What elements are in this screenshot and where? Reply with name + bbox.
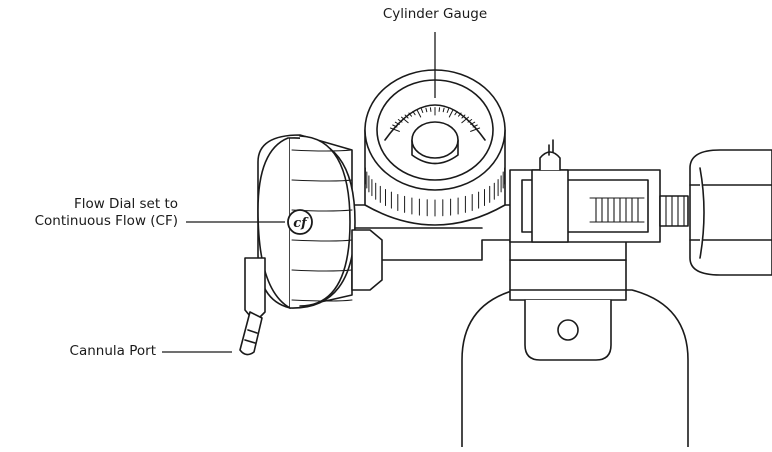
gauge-tick xyxy=(412,110,416,116)
gauge-tick xyxy=(467,119,473,123)
cannula-nozzle xyxy=(239,311,263,356)
gauge-tick xyxy=(461,116,469,124)
flow-dial-face xyxy=(257,137,291,309)
gauge-tick xyxy=(470,121,476,125)
gauge-arc xyxy=(384,104,486,141)
gauge-tick xyxy=(397,119,403,123)
cannula-port-label: Cannula Port xyxy=(69,343,156,359)
gauge-tick xyxy=(470,127,481,132)
gauge-tick xyxy=(389,127,400,132)
flow-dial-label-line1: Flow Dial set to xyxy=(73,196,178,212)
valve-post xyxy=(531,169,569,243)
dial-ridge xyxy=(291,239,353,242)
gauge-tick xyxy=(392,124,398,128)
flow-dial-label: Flow Dial set to Continuous Flow (CF) xyxy=(0,196,178,230)
cylinder-gauge-label: Cylinder Gauge xyxy=(382,6,488,22)
gauge-tick xyxy=(448,109,454,118)
gauge-tick xyxy=(416,109,422,118)
dial-ridge xyxy=(291,269,353,272)
gauge-tick xyxy=(472,124,478,128)
t-handle-knob xyxy=(689,149,772,276)
dial-ridge xyxy=(291,149,353,152)
gauge-tick xyxy=(408,112,412,117)
valve-neck xyxy=(509,259,627,301)
dial-ridge xyxy=(291,299,353,302)
valve-neck-hole xyxy=(557,319,579,341)
gauge-tick xyxy=(458,112,462,117)
leader-lines xyxy=(162,32,436,353)
cf-marking-text: cf xyxy=(293,216,309,231)
gauge-tick xyxy=(442,107,445,113)
gauge-tick xyxy=(438,107,441,112)
gauge-tick xyxy=(404,114,409,119)
screw-threads xyxy=(589,197,645,223)
gauge-tick xyxy=(429,107,432,112)
gauge-tick xyxy=(446,108,450,113)
gauge-tick xyxy=(420,108,424,113)
flow-dial-label-line2: Continuous Flow (CF) xyxy=(34,213,178,229)
gauge-tick xyxy=(394,121,400,125)
gauge-tick xyxy=(401,116,409,124)
gauge-tick xyxy=(425,107,428,113)
gauge-tick xyxy=(461,114,466,119)
cf-marking-circle xyxy=(287,209,313,235)
dial-ridge xyxy=(291,179,353,182)
gauge-tick xyxy=(454,110,458,116)
cannula-port-arm xyxy=(244,257,266,323)
